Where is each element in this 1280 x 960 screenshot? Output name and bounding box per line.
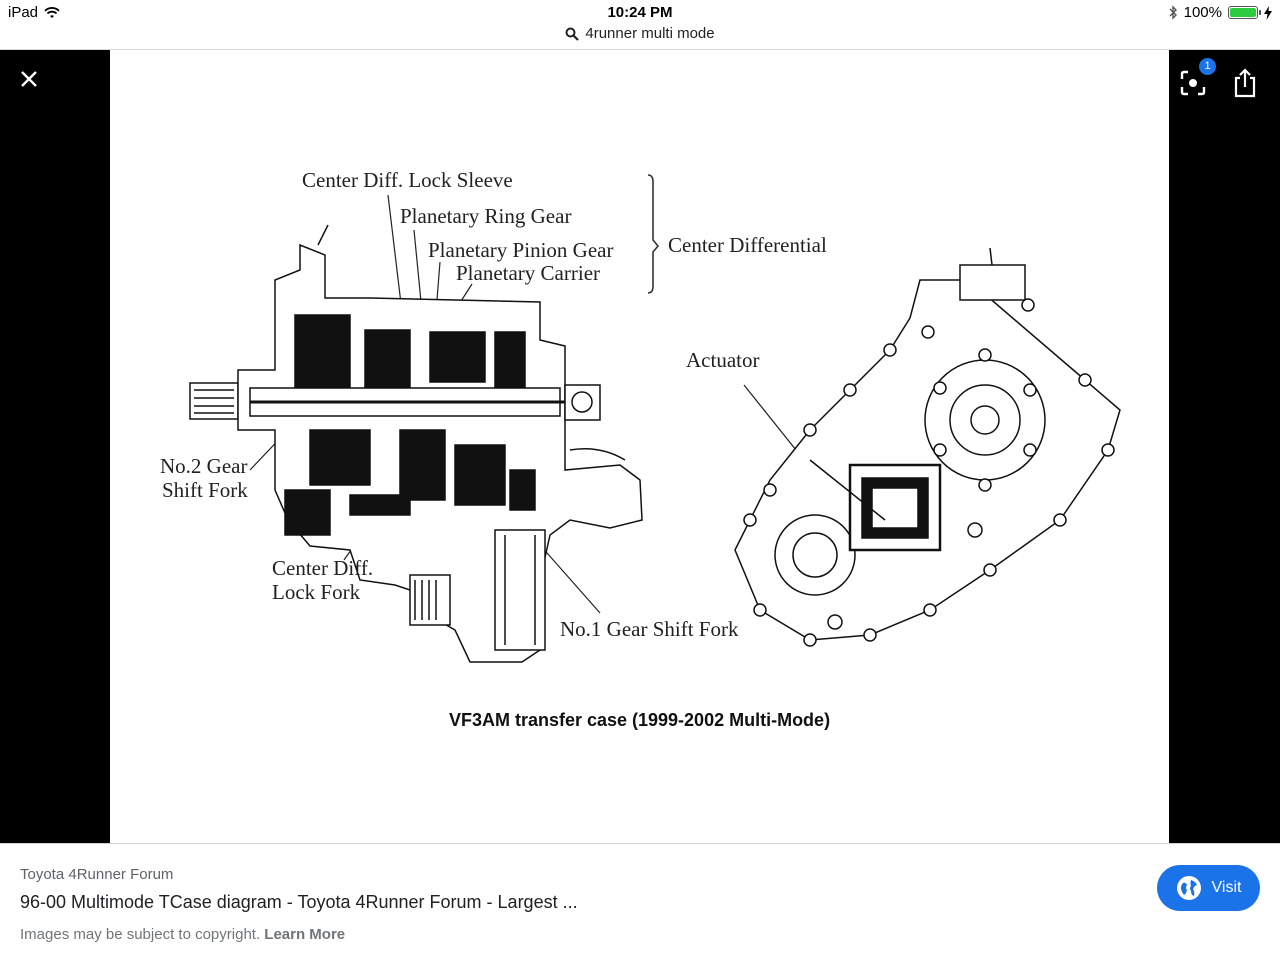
- label-lock-fork-line1: Center Diff.: [272, 556, 374, 580]
- close-icon: [21, 71, 37, 87]
- lens-badge: 1: [1199, 58, 1216, 75]
- label-no2-fork-line1: No.2 Gear: [160, 454, 248, 478]
- share-icon: [1234, 68, 1256, 98]
- search-query-bar[interactable]: 4runner multi mode: [0, 25, 1280, 42]
- search-icon: [565, 27, 580, 41]
- label-actuator: Actuator: [686, 348, 760, 372]
- visit-button[interactable]: Visit: [1157, 865, 1260, 911]
- label-ring-gear: Planetary Ring Gear: [400, 204, 572, 228]
- label-no2-fork-line2: Shift Fork: [162, 478, 248, 502]
- learn-more-link[interactable]: Learn More: [264, 926, 346, 943]
- visit-label: Visit: [1211, 879, 1242, 896]
- charging-icon: [1264, 5, 1272, 20]
- label-no1-fork: No.1 Gear Shift Fork: [560, 617, 739, 641]
- label-lock-sleeve: Center Diff. Lock Sleeve: [302, 168, 513, 192]
- copyright-text: Images may be subject to copyright.: [20, 926, 261, 943]
- label-pinion-gear: Planetary Pinion Gear: [428, 238, 614, 262]
- status-left: iPad: [8, 4, 60, 21]
- cutaway-drawing: [189, 224, 643, 663]
- result-info-panel: Toyota 4Runner Forum 96-00 Multimode TCa…: [0, 843, 1280, 960]
- image-viewer: Center Diff. Lock Sleeve Planetary Ring …: [0, 50, 1280, 843]
- device-name: iPad: [8, 4, 39, 21]
- status-time: 10:24 PM: [607, 4, 673, 21]
- result-source[interactable]: Toyota 4Runner Forum: [20, 866, 174, 883]
- copyright-notice: Images may be subject to copyright. Lear…: [20, 926, 345, 943]
- battery-icon: [1228, 6, 1261, 19]
- exterior-drawing: [734, 247, 1121, 647]
- diagram-caption: VF3AM transfer case (1999-2002 Multi-Mod…: [448, 710, 831, 730]
- bluetooth-icon: [1169, 5, 1177, 20]
- status-right: 100%: [1168, 4, 1272, 21]
- diagram-image: Center Diff. Lock Sleeve Planetary Ring …: [110, 50, 1169, 843]
- result-title[interactable]: 96-00 Multimode TCase diagram - Toyota 4…: [20, 892, 578, 912]
- wifi-icon: [44, 6, 60, 18]
- label-lock-fork-line2: Lock Fork: [272, 580, 361, 604]
- share-button[interactable]: [1230, 66, 1260, 100]
- close-button[interactable]: [14, 64, 44, 94]
- label-carrier: Planetary Carrier: [456, 261, 601, 285]
- search-query-text: 4runner multi mode: [585, 25, 715, 42]
- lens-icon: [1180, 70, 1206, 96]
- globe-icon: [1176, 876, 1201, 900]
- status-bar: iPad 10:24 PM 4runner multi mode 100%: [0, 0, 1280, 50]
- transfer-case-drawing: [189, 174, 1121, 663]
- battery-percent: 100%: [1183, 4, 1222, 21]
- label-center-differential: Center Differential: [668, 233, 827, 257]
- lens-button[interactable]: [1176, 66, 1210, 100]
